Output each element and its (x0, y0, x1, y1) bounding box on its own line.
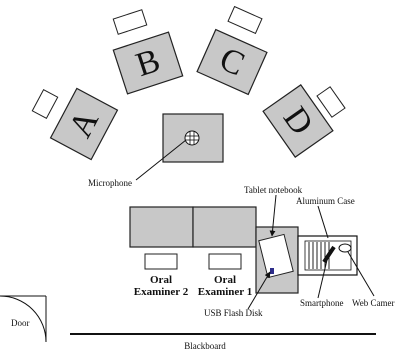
desk-b-group: B (112, 9, 184, 95)
door-label: Door (11, 318, 30, 328)
web-camera-label: Web Camer (352, 298, 395, 308)
examiner-1-chair (208, 253, 242, 270)
tablet-notebook-icon (258, 233, 294, 279)
student-desk-c (196, 28, 268, 96)
aluminum-case-pointer (317, 205, 329, 239)
usb-flash-disk-icon (270, 268, 274, 274)
aluminum-case-label: Aluminum Case (296, 196, 355, 206)
microphone-pointer (135, 139, 187, 181)
blackboard-label: Blackboard (184, 341, 226, 350)
examiner-1-label-line1: Oral (214, 274, 236, 286)
student-desk-d (262, 84, 334, 158)
chair-d (316, 86, 346, 118)
student-desk-a (49, 87, 119, 161)
examiner-2-label-line2: Examiner 2 (134, 286, 189, 298)
desk-c-group: C (196, 5, 268, 96)
smartphone-icon (322, 245, 336, 264)
chair-b (112, 9, 148, 35)
door-swing-arc (0, 295, 47, 343)
student-desk-b (112, 31, 184, 95)
smartphone-label: Smartphone (300, 298, 344, 308)
usb-flash-disk-label: USB Flash Disk (204, 308, 263, 318)
smartphone-pointer (317, 259, 328, 299)
tablet-pointer (269, 194, 277, 237)
examiner-1-label-line2: Examiner 1 (198, 286, 253, 298)
examiner-2-table (129, 206, 194, 248)
examiner-2-chair (144, 253, 178, 270)
microphone-icon (184, 130, 200, 146)
usb-pointer (247, 271, 271, 310)
examiner-2-label-line1: Oral (150, 274, 172, 286)
desk-d-group: D (262, 84, 346, 158)
chair-c (227, 5, 263, 35)
chair-a (31, 88, 59, 120)
web-camera-icon (338, 243, 352, 253)
tablet-notebook-label: Tablet notebook (244, 185, 303, 195)
examiner-1-table (192, 206, 257, 248)
desk-a-group: A (31, 87, 119, 161)
web-camera-pointer (347, 251, 375, 297)
microphone-label: Microphone (88, 178, 132, 188)
